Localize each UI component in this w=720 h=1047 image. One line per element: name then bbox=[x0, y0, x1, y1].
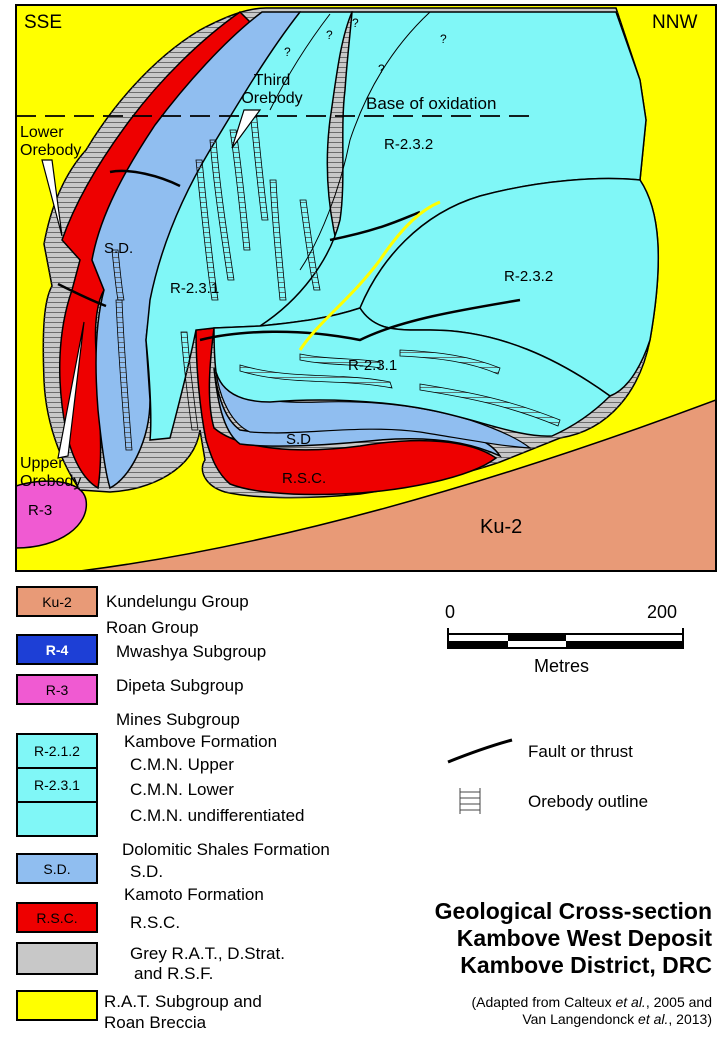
legend-grey-text-2: and R.S.F. bbox=[134, 964, 214, 983]
legend-swatch-grey bbox=[16, 942, 98, 975]
orebody-outline-icon bbox=[459, 788, 481, 814]
sd-unit-lower-band bbox=[215, 371, 532, 449]
label-pointers bbox=[41, 109, 262, 459]
ku2-unit bbox=[79, 399, 716, 571]
legend-swatch-rsc: R.S.C. bbox=[16, 902, 98, 933]
orebody-lenses bbox=[111, 109, 561, 451]
figure-title: Geological Cross-section Kambove West De… bbox=[435, 898, 712, 979]
section-frame bbox=[15, 4, 717, 572]
title-line-2: Kambove West Deposit bbox=[456, 925, 712, 951]
figure-credit: (Adapted from Calteux et al., 2005 and V… bbox=[472, 994, 713, 1028]
legend-orebody-text: Orebody outline bbox=[528, 792, 649, 811]
legend-swatch-code: R-4 bbox=[45, 641, 69, 658]
credit-line-1: (Adapted from Calteux et al., 2005 and bbox=[472, 994, 713, 1011]
scale-bar-unit: Metres bbox=[534, 656, 590, 676]
legend-swatch-cmn-undiff bbox=[16, 801, 98, 837]
unit-label-r231: R-2.3.1 bbox=[348, 357, 398, 374]
cross-section bbox=[15, 4, 717, 572]
lower-orebody-label: Lower Orebody bbox=[20, 124, 82, 159]
legend-swatch-r3: R-3 bbox=[16, 674, 98, 705]
fault-lines bbox=[57, 169, 521, 342]
legend-swatch-sd: S.D. bbox=[16, 853, 98, 884]
legend-swatch-code: S.D. bbox=[43, 860, 71, 877]
unit-label-r231: R-2.3.1 bbox=[170, 280, 220, 297]
upper-orebody-label: Upper Orebody bbox=[20, 455, 82, 490]
internal-contacts bbox=[269, 11, 431, 271]
credit-text: , 2013) bbox=[668, 1011, 712, 1027]
question-mark: ? bbox=[352, 16, 359, 30]
r3-unit bbox=[16, 480, 88, 549]
legend-swatch-r231: R-2.3.1 bbox=[16, 767, 98, 803]
question-mark: ? bbox=[378, 62, 385, 76]
legend-swatch-rat bbox=[16, 990, 98, 1021]
fault-symbol bbox=[447, 738, 513, 764]
unit-label-rsc: R.S.C. bbox=[282, 470, 327, 487]
scale-bar-start-label: 0 bbox=[445, 602, 456, 622]
legend-r231-text: C.M.N. Lower bbox=[130, 780, 234, 799]
third-orebody-label: Third Orebody bbox=[241, 72, 303, 107]
legend-swatch-code: R-3 bbox=[45, 681, 69, 698]
legend-rat-text-2: Roan Breccia bbox=[104, 1013, 207, 1032]
legend-sd-text: S.D. bbox=[130, 862, 164, 881]
credit-text: Van Langendonck bbox=[522, 1011, 639, 1027]
thrust-yellow-trace bbox=[298, 200, 441, 351]
credit-line-2: Van Langendonck et al., 2013) bbox=[472, 1011, 712, 1028]
legend-dolomitic-shales: Dolomitic Shales Formation bbox=[122, 840, 330, 859]
unit-label-r3: R-3 bbox=[28, 502, 53, 519]
base-of-oxidation-label: Base of oxidation bbox=[366, 94, 497, 113]
question-mark: ? bbox=[284, 45, 291, 59]
legend-cmn-undiff-text: C.M.N. undifferentiated bbox=[130, 806, 305, 825]
question-mark: ? bbox=[440, 32, 447, 46]
direction-sse-label: SSE bbox=[24, 12, 63, 33]
legend-swatch-ku2: Ku-2 bbox=[16, 586, 98, 617]
legend-roan-group: Roan Group bbox=[106, 618, 199, 637]
legend-kambove-formation: Kambove Formation bbox=[124, 732, 278, 751]
credit-etal: et al. bbox=[638, 1011, 669, 1027]
rsc-unit-lower bbox=[195, 327, 498, 496]
question-mark: ? bbox=[326, 28, 333, 42]
legend-r3-text: Dipeta Subgroup bbox=[116, 676, 244, 695]
legend-ku2-text: Kundelungu Group bbox=[106, 592, 249, 611]
legend-kamoto-formation: Kamoto Formation bbox=[124, 885, 264, 904]
scale-bar-end-label: 200 bbox=[647, 602, 678, 622]
title-line-1: Geological Cross-section bbox=[434, 898, 712, 924]
unit-label-r232: R-2.3.2 bbox=[384, 136, 434, 153]
legend-rat-text-1: R.A.T. Subgroup and bbox=[104, 992, 262, 1011]
credit-text: (Adapted from Calteux bbox=[471, 994, 616, 1010]
title-line-3: Kambove District, DRC bbox=[460, 952, 712, 978]
legend-swatch-r212: R-2.1.2 bbox=[16, 733, 98, 769]
legend-grey-text-1: Grey R.A.T., D.Strat. bbox=[130, 944, 285, 963]
direction-nnw-label: NNW bbox=[652, 12, 698, 33]
legend-fault-text: Fault or thrust bbox=[528, 742, 633, 761]
unit-label-sd: S.D. bbox=[104, 240, 134, 257]
legend-swatch-code: R.S.C. bbox=[36, 909, 78, 926]
legend-swatch-code: Ku-2 bbox=[42, 593, 72, 610]
scale-bar bbox=[447, 628, 684, 649]
legend-mines-subgroup: Mines Subgroup bbox=[116, 710, 240, 729]
credit-text: , 2005 and bbox=[645, 994, 712, 1010]
legend-rsc-text: R.S.C. bbox=[130, 913, 181, 932]
legend-swatch-code: R-2.1.2 bbox=[34, 743, 80, 759]
unit-label-sd: S.D bbox=[286, 431, 312, 448]
legend-swatch-code: R-2.3.1 bbox=[34, 777, 80, 793]
credit-etal: et al. bbox=[615, 994, 646, 1010]
unit-label-ku2: Ku-2 bbox=[480, 516, 523, 538]
unit-label-r232: R-2.3.2 bbox=[504, 268, 554, 285]
legend-r4-text: Mwashya Subgroup bbox=[116, 642, 267, 661]
legend-swatch-r4: R-4 bbox=[16, 634, 98, 665]
legend-r212-text: C.M.N. Upper bbox=[130, 755, 234, 774]
